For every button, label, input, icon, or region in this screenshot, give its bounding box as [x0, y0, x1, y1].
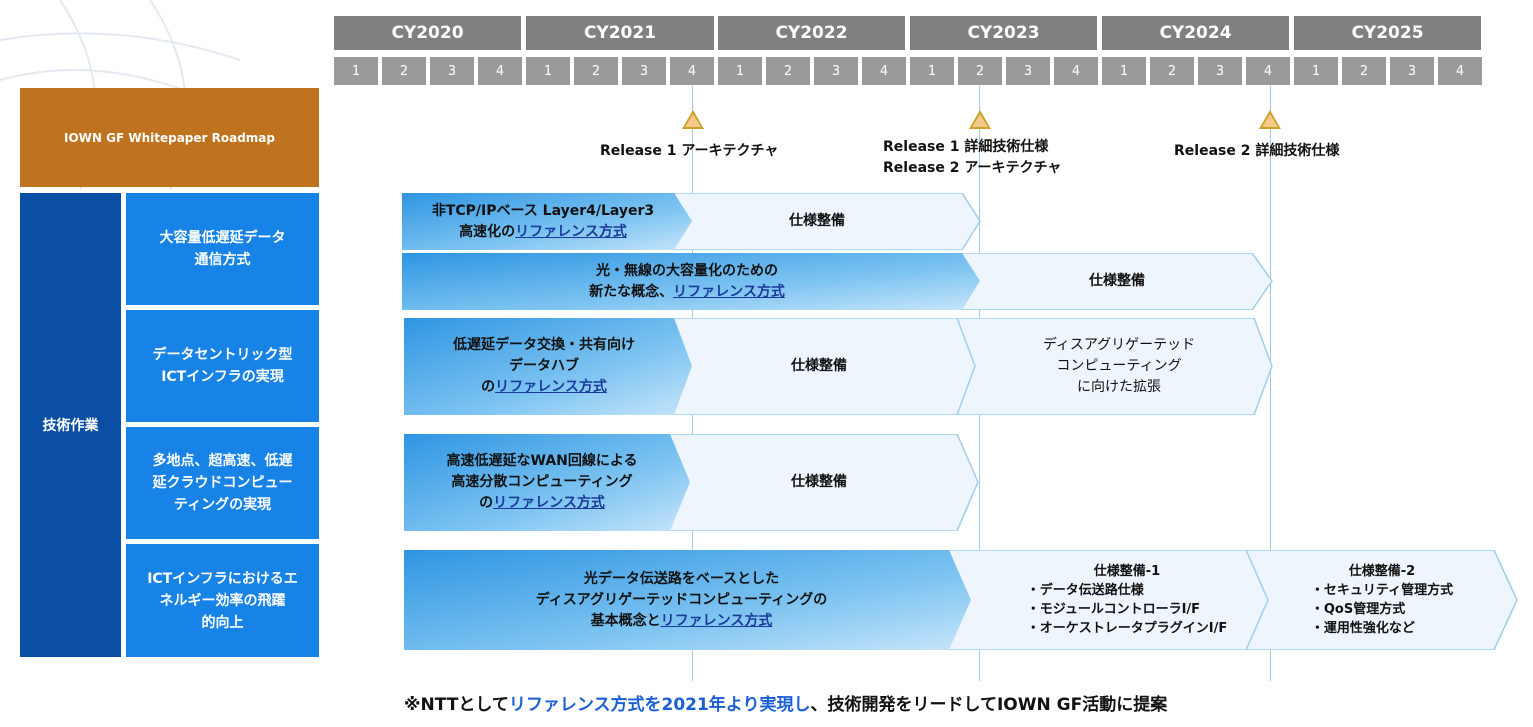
footnote-part-3: 、技術開発をリードしてIOWN GF活動に提案: [810, 695, 1168, 715]
band-2: 光・無線の大容量化のための 新たな概念、リファレンス方式 仕様整備: [402, 253, 1274, 310]
quarter-cell: 2: [574, 57, 618, 85]
quarter-cell: 1: [1102, 57, 1146, 85]
band-5-spec2-title: 仕様整備-2: [1348, 564, 1416, 579]
category-1: 大容量低遅延データ 通信方式: [126, 193, 319, 305]
year-cy2021: CY2021: [526, 16, 714, 50]
band-5-spec1-item: ・モジュールコントローラI/F: [1026, 602, 1201, 617]
band-4-sub: 高速分散コンピューティング: [451, 474, 633, 490]
quarter-cell: 1: [334, 57, 378, 85]
band-5-spec1-item: ・データ伝送路仕様: [1026, 583, 1144, 598]
band-4: 高速低遅延なWAN回線による 高速分散コンピューティング のリファレンス方式 仕…: [404, 434, 984, 531]
band-1-spec: 仕様整備: [789, 213, 845, 229]
band-3-sub: データハブ: [509, 358, 579, 374]
band-5-basic: 基本概念と: [590, 612, 661, 629]
quarter-cell: 2: [1342, 57, 1386, 85]
quarter-cell: 3: [622, 57, 666, 85]
band-1-title: 非TCP/IPベース Layer4/Layer3: [431, 202, 655, 219]
quarter-cell: 3: [1198, 57, 1242, 85]
year-cy2023: CY2023: [910, 16, 1097, 50]
year-cy2022: CY2022: [718, 16, 905, 50]
year-cy2025: CY2025: [1294, 16, 1481, 50]
quarter-cell: 3: [430, 57, 474, 85]
category-2: データセントリック型 ICTインフラの実現: [126, 310, 319, 422]
quarter-cell: 3: [1390, 57, 1434, 85]
band-3: 低遅延データ交換・共有向け データハブ のリファレンス方式 仕様整備 ディスアグ…: [404, 318, 1274, 415]
band-2-title: 光・無線の大容量化のための: [595, 262, 778, 279]
band-1-ref: リファレンス方式: [515, 223, 627, 240]
quarter-cell: 3: [814, 57, 858, 85]
quarter-cell: 1: [526, 57, 570, 85]
milestone-label-3: Release 2 詳細技術仕様: [1174, 143, 1340, 159]
quarter-cell: 2: [766, 57, 810, 85]
milestone-triangle-icon: [969, 110, 991, 129]
band-3-title: 低遅延データ交換・共有向け: [453, 337, 635, 353]
band-5-title: 光データ伝送路をベースとした: [583, 570, 780, 587]
quarter-cell: 4: [670, 57, 714, 85]
quarter-cell: 1: [1294, 57, 1338, 85]
roadmap-header: IOWN GF Whitepaper Roadmap: [20, 88, 319, 187]
milestone-triangle-icon: [682, 110, 704, 129]
band-1: 非TCP/IPベース Layer4/Layer3 高速化のリファレンス方式 仕様…: [402, 193, 982, 250]
band-4-no: の: [479, 495, 494, 511]
technical-work-label: 技術作業: [20, 193, 121, 657]
band-3-extension: ディスアグリゲーテッド コンピューティング に向けた拡張: [1042, 337, 1196, 395]
band-2-sub: 新たな概念、: [589, 283, 674, 300]
band-5-spec1-title: 仕様整備-1: [1093, 564, 1161, 579]
milestone-label-1: Release 1 アーキテクチャ: [600, 143, 779, 159]
footnote-part-1: ※NTTとして: [404, 695, 509, 715]
quarter-cell: 4: [1246, 57, 1290, 85]
quarter-cell: 4: [1438, 57, 1482, 85]
quarter-cell: 4: [1054, 57, 1098, 85]
band-5-sub: ディスアグリゲーテッドコンピューティングの: [535, 591, 828, 608]
quarter-cell: 3: [1006, 57, 1050, 85]
year-cy2024: CY2024: [1102, 16, 1289, 50]
quarter-cell: 4: [478, 57, 522, 85]
band-4-title: 高速低遅延なWAN回線による: [446, 453, 638, 469]
quarter-cell: 2: [1150, 57, 1194, 85]
band-4-ref: リファレンス方式: [493, 495, 605, 511]
band-5-spec1-item: ・オーケストレータプラグインI/F: [1026, 621, 1228, 636]
band-5: 光データ伝送路をベースとした ディスアグリゲーテッドコンピューティングの 基本概…: [404, 550, 1520, 650]
footnote-highlight: リファレンス方式を2021年より実現し: [508, 695, 811, 715]
band-3-no: の: [481, 379, 496, 395]
band-5-spec2-item: ・QoS管理方式: [1310, 602, 1406, 617]
quarter-cell: 2: [382, 57, 426, 85]
year-cy2020: CY2020: [334, 16, 521, 50]
band-3-ref: リファレンス方式: [495, 379, 607, 395]
band-4-spec: 仕様整備: [791, 474, 847, 490]
band-5-spec2-item: ・セキュリティ管理方式: [1310, 583, 1454, 598]
band-2-ref: リファレンス方式: [673, 283, 785, 300]
quarter-cell: 4: [862, 57, 906, 85]
band-2-spec: 仕様整備: [1089, 273, 1145, 289]
band-5-spec2-item: ・運用性強化など: [1310, 621, 1415, 636]
quarter-cell: 1: [910, 57, 954, 85]
quarter-cell: 1: [718, 57, 762, 85]
category-4: ICTインフラにおけるエ ネルギー効率の飛躍 的向上: [126, 544, 319, 657]
band-1-sub: 高速化の: [459, 223, 516, 240]
milestone-triangle-icon: [1259, 110, 1281, 129]
milestone-line-3: [1270, 86, 1271, 681]
band-5-ref: リファレンス方式: [660, 612, 773, 629]
footnote: ※NTTとしてリファレンス方式を2021年より実現し、技術開発をリードしてIOW…: [404, 690, 1167, 715]
milestone-label-2: Release 1 詳細技術仕様 Release 2 アーキテクチャ: [883, 139, 1062, 176]
quarter-cell: 2: [958, 57, 1002, 85]
category-3: 多地点、超高速、低遅 延クラウドコンピュー ティングの実現: [126, 427, 319, 539]
band-3-spec: 仕様整備: [791, 358, 847, 374]
